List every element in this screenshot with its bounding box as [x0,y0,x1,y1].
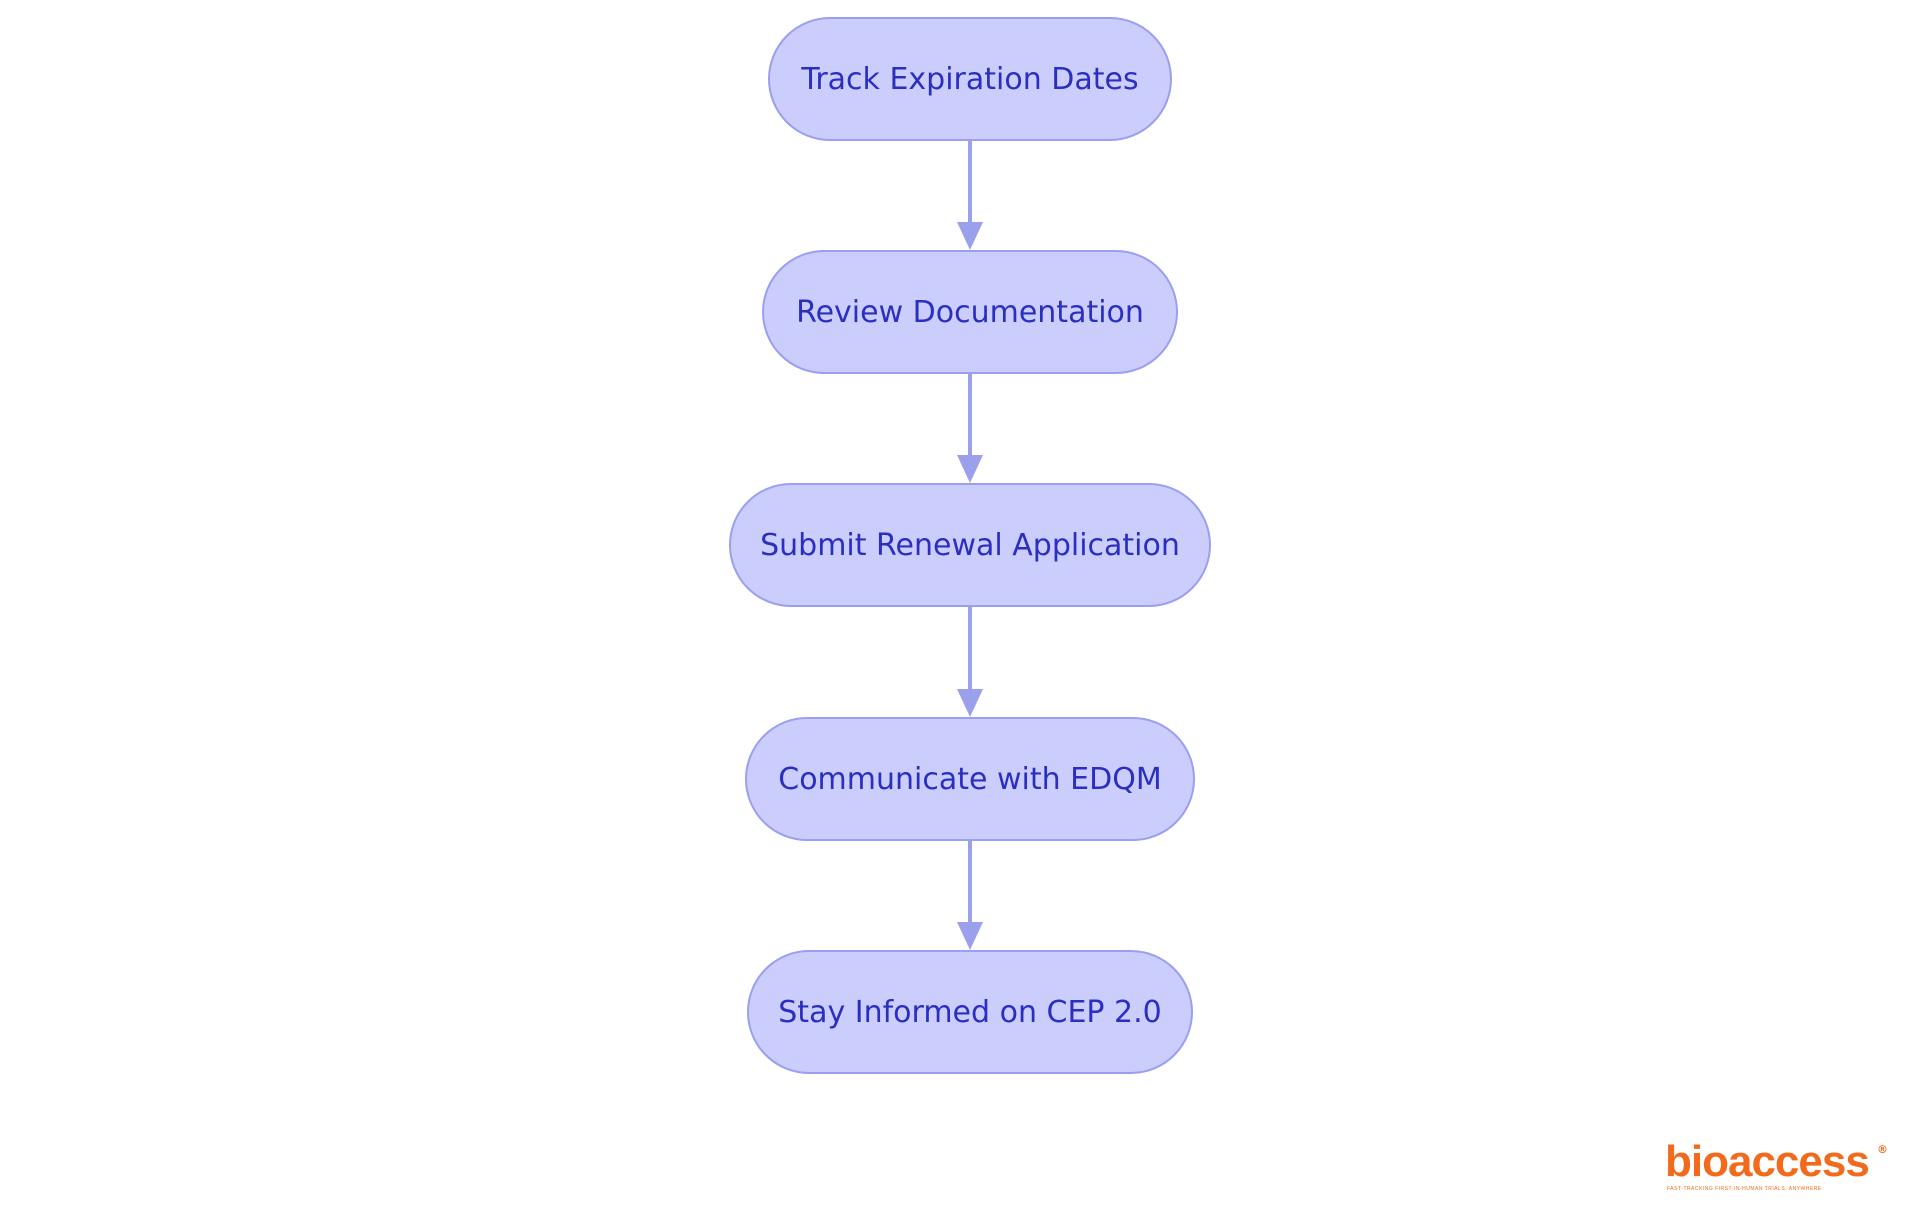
node-communicate-with-edqm: Communicate with EDQM [745,717,1195,841]
node-track-expiration-dates: Track Expiration Dates [768,17,1172,141]
arrowhead-3 [957,689,983,717]
arrowhead-4 [957,922,983,950]
arrowhead-2 [957,455,983,483]
logo-tagline: FAST-TRACKING FIRST-IN-HUMAN TRIALS, ANY… [1667,1186,1822,1192]
node-label: Track Expiration Dates [801,61,1139,97]
node-label: Communicate with EDQM [778,761,1162,797]
node-label: Submit Renewal Application [760,527,1180,563]
registered-mark: ® [1877,1143,1888,1156]
node-label: Stay Informed on CEP 2.0 [778,994,1162,1030]
logo-wordmark: bioaccess [1665,1137,1870,1186]
node-review-documentation: Review Documentation [762,250,1178,374]
node-label: Review Documentation [796,294,1144,330]
arrowhead-1 [957,222,983,250]
node-stay-informed-cep: Stay Informed on CEP 2.0 [747,950,1193,1074]
bioaccess-logo: bioaccess ® FAST-TRACKING FIRST-IN-HUMAN… [1665,1137,1888,1196]
node-submit-renewal-application: Submit Renewal Application [729,483,1211,607]
